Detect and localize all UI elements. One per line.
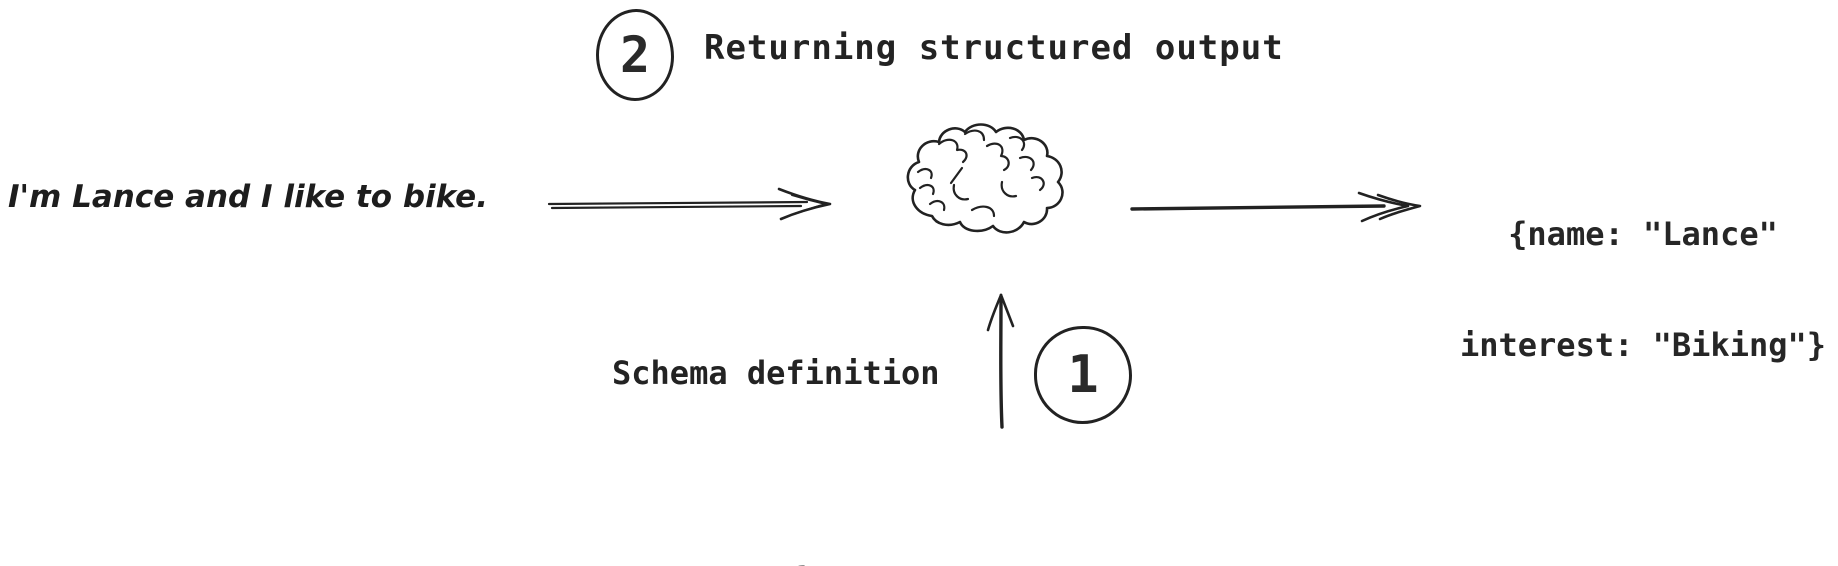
step-1-number: 1 [1067,345,1099,405]
output-json-line1: {name: "Lance" [1508,215,1778,253]
brain-icon [906,123,1064,234]
output-json: {name: "Lance" interest: "Biking"} [1443,142,1838,438]
step-2-badge: 2 [596,9,674,101]
output-arrow-icon [1130,191,1422,223]
input-arrow-icon [547,187,832,221]
input-sentence: I'm Lance and I like to bike. [8,179,488,215]
output-json-line2: interest: "Biking"} [1459,326,1827,364]
schema-arrow-icon [986,293,1015,429]
diagram-title: Returning structured output [704,28,1284,68]
step-2-number: 2 [619,26,651,84]
step-1-badge: 1 [1034,326,1132,424]
schema-label: Schema definition [612,354,940,392]
schema-json: {name: "Person's name" interest: "Person… [700,474,1300,566]
schema-json-line1: {name: "Person's name" [700,558,1300,566]
